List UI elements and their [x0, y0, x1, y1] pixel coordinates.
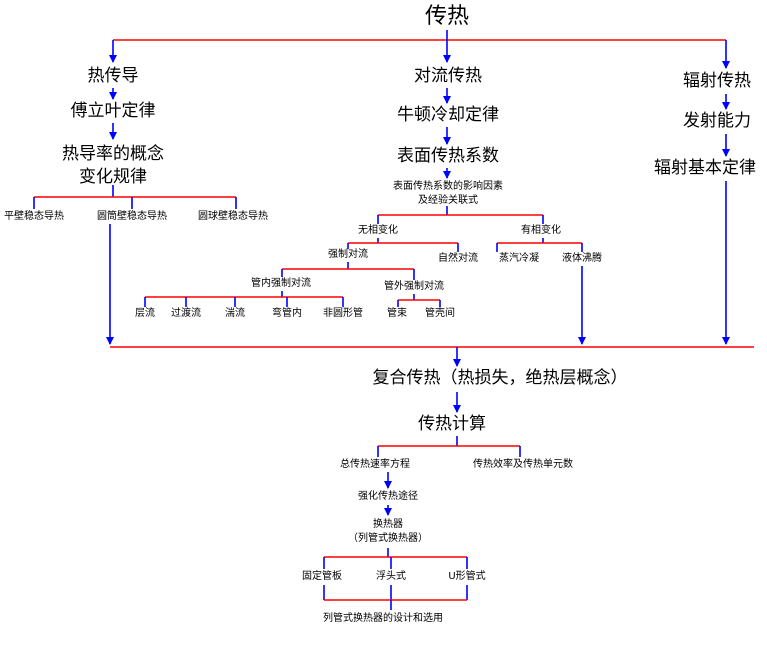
node-surface-coefficient: 表面传热系数 — [397, 146, 499, 166]
node-efficiency-ntu: 传热效率及传热单元数 — [473, 459, 573, 470]
node-phase-change: 有相变化 — [521, 225, 561, 236]
node-transition: 过渡流 — [171, 308, 201, 319]
node-bent-tube: 弯管内 — [272, 308, 302, 319]
node-liquid-boiling: 液体沸腾 — [562, 253, 602, 264]
node-radiation: 辐射传热 — [683, 71, 751, 91]
node-radiation-law: 辐射基本定律 — [654, 158, 756, 178]
node-combined-heat-transfer: 复合传热（热损失，绝热层概念） — [372, 368, 628, 388]
node-steam-condensation: 蒸汽冷凝 — [499, 253, 539, 264]
node-sphere-wall: 圆球壁稳态导热 — [198, 211, 268, 222]
node-tube-bundle: 管束 — [387, 308, 407, 319]
node-natural-convection: 自然对流 — [438, 253, 478, 264]
node-heat-exchanger: 换热器 （列管式换热器） — [348, 519, 428, 544]
node-forced-convection: 强制对流 — [328, 249, 368, 260]
node-plane-wall: 平壁稳态导热 — [4, 211, 64, 222]
node-rate-equation: 总传热速率方程 — [340, 459, 410, 470]
node-conduction: 热传导 — [87, 66, 139, 86]
node-shell-side: 管壳间 — [425, 308, 455, 319]
node-cylinder-wall: 圆筒壁稳态导热 — [97, 211, 167, 222]
node-turbulent: 湍流 — [225, 308, 245, 319]
node-laminar: 层流 — [135, 308, 155, 319]
node-convection: 对流传热 — [414, 66, 482, 86]
node-fourier-law: 傅立叶定律 — [70, 101, 156, 121]
node-enhancement: 强化传热途径 — [358, 491, 418, 502]
node-heat-transfer-calc: 传热计算 — [418, 414, 486, 434]
node-emissive-power: 发射能力 — [683, 111, 751, 131]
title-heat-transfer: 传热 — [424, 4, 470, 29]
node-out-tube-forced: 管外强制对流 — [384, 281, 444, 292]
node-newton-law: 牛顿冷却定律 — [397, 105, 499, 125]
node-u-tube: U形管式 — [448, 571, 486, 582]
node-noncircular-tube: 非圆形管 — [323, 308, 363, 319]
node-conductivity-concept: 热导率的概念 变化规律 — [62, 144, 164, 187]
node-fixed-tube-sheet: 固定管板 — [302, 571, 342, 582]
node-design-selection: 列管式换热器的设计和选用 — [323, 613, 443, 624]
node-coefficient-factors: 表面传热系数的影响因素 及经验关联式 — [393, 181, 503, 206]
node-floating-head: 浮头式 — [376, 571, 406, 582]
node-in-tube-forced: 管内强制对流 — [251, 278, 311, 289]
node-no-phase-change: 无相变化 — [358, 225, 398, 236]
